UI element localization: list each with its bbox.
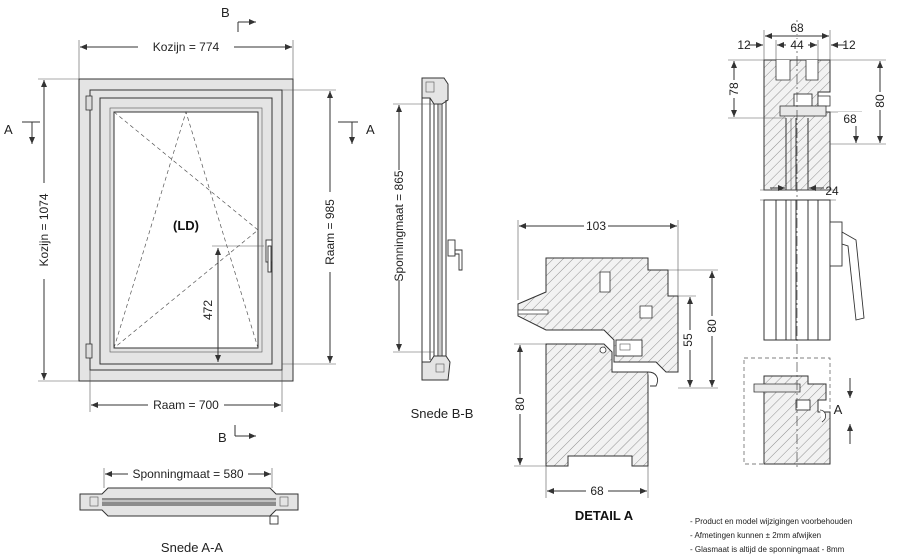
svg-text:B: B [221,5,230,20]
frame-width-label: Kozijn = 774 [153,40,220,54]
window-glass [113,111,259,349]
window-sash [99,97,273,365]
detail-a-title: DETAIL A [575,508,634,523]
profile-dim-right: 12 [842,38,856,52]
profile-dim-left: 12 [737,38,751,52]
hinge-top [85,95,93,111]
section-aa-caption: Snede A-A [161,540,223,555]
section-marker-b-top: B [221,5,256,32]
svg-text:A: A [366,122,375,137]
profile-dim-height-left: 78 [727,82,741,96]
svg-text:B: B [218,430,227,445]
section-aa-rebate-label: Sponningmaat = 580 [132,467,243,481]
front-view: (LD) 472 Kozijn = 774 Kozijn = 1074 Raam… [4,5,375,445]
section-bb-handle [447,239,456,257]
window-handle-grip [267,245,272,273]
section-b-b: Sponningmaat = 865 Snede B-B [391,77,474,421]
profile-dim-middle: 44 [790,38,804,52]
notes: - Product en model wijzigingen voorbehou… [690,517,852,554]
profile-dim-height-right: 80 [873,94,887,108]
section-a-a: Sponningmaat = 580 Snede A-A [79,467,299,555]
sash-width-label: Raam = 700 [153,398,219,412]
svg-text:A: A [4,122,13,137]
frame-height-label: Kozijn = 1074 [37,193,51,266]
profile-dim-inner: 68 [843,112,857,126]
profile-marker-a: A [834,378,853,444]
window-glass-bead [109,107,263,353]
handle-height-label: 472 [201,300,215,320]
detail-a-dim-width-top: 103 [586,219,606,233]
note-line-2: - Afmetingen kunnen ± 2mm afwijken [690,531,821,540]
window-frame-inner [89,89,283,371]
detail-a-dim-height-right: 80 [705,319,719,333]
section-aa-handle [269,515,279,525]
detail-a: 103 80 55 80 68 DETAIL A [512,219,719,523]
detail-a-dim-width-bottom: 68 [590,484,604,498]
profile-handle [829,221,843,267]
profile-detail: 68 12 44 12 78 80 68 24 A [726,20,887,470]
section-bb-caption: Snede B-B [411,406,474,421]
note-line-1: - Product en model wijzigingen voorbehou… [690,517,852,526]
detail-a-dim-height-inner: 55 [681,333,695,347]
detail-a-frame [545,343,649,467]
hinge-bottom [85,343,93,359]
section-aa-profile [79,487,299,517]
svg-text:A: A [834,402,843,417]
sash-height-label: Raam = 985 [323,199,337,265]
section-marker-a-left: A [4,121,40,144]
detail-a-dim-height-left: 80 [513,397,527,411]
section-marker-a-right: A [338,121,375,144]
section-bb-rebate-label: Sponningmaat = 865 [392,170,406,281]
detail-a-seal [647,371,659,387]
profile-dim-total-width: 68 [790,21,804,35]
tilt-lines [113,110,259,349]
section-marker-b-bottom: B [218,425,256,445]
opening-lines [113,111,259,349]
opening-label: (LD) [173,218,199,233]
profile-dim-glass: 24 [825,184,839,198]
note-line-3: - Glasmaat is altijd de sponningmaat - 8… [690,545,845,554]
